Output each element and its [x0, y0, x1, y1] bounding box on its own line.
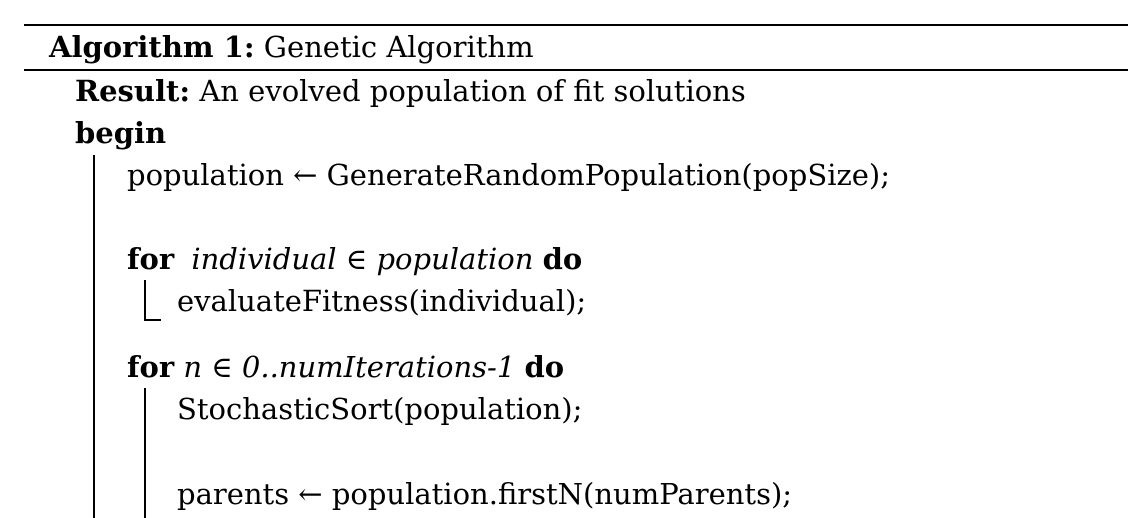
parents-line: parents ← population.firstN(numParents);: [177, 477, 793, 511]
evaluate-fitness-line: evaluateFitness(individual);: [177, 284, 587, 318]
for-keyword: for: [127, 350, 175, 384]
for1-block-bar: [144, 280, 146, 320]
for2-block-bar: [144, 388, 146, 518]
for-condition: individual ∈ population: [191, 242, 534, 276]
begin-keyword: begin: [75, 116, 167, 150]
result-label: Result:: [75, 74, 191, 108]
begin-block-bar: [93, 155, 95, 518]
loop-range: 0..numIterations-1: [241, 350, 516, 384]
population-init-line: population ← GenerateRandomPopulation(po…: [127, 158, 890, 192]
result-line: Result: An evolved population of fit sol…: [75, 74, 746, 108]
caption-rule: [24, 69, 1128, 71]
do-keyword: do: [542, 242, 583, 276]
algorithm-label: Algorithm 1:: [49, 30, 255, 64]
for1-block-end: [144, 319, 161, 321]
stochastic-sort-line: StochasticSort(population);: [177, 392, 583, 426]
result-text: An evolved population of fit solutions: [199, 74, 746, 108]
for-iterations-line: for n ∈ 0..numIterations-1 do: [127, 350, 564, 384]
top-rule: [24, 24, 1128, 26]
algorithm-caption: Algorithm 1: Genetic Algorithm: [49, 30, 534, 64]
for-individual-line: for individual ∈ population do: [127, 242, 582, 276]
for-keyword: for: [127, 242, 175, 276]
loop-variable: n ∈: [183, 350, 242, 384]
algorithm-title: Genetic Algorithm: [263, 30, 534, 64]
do-keyword: do: [524, 350, 565, 384]
